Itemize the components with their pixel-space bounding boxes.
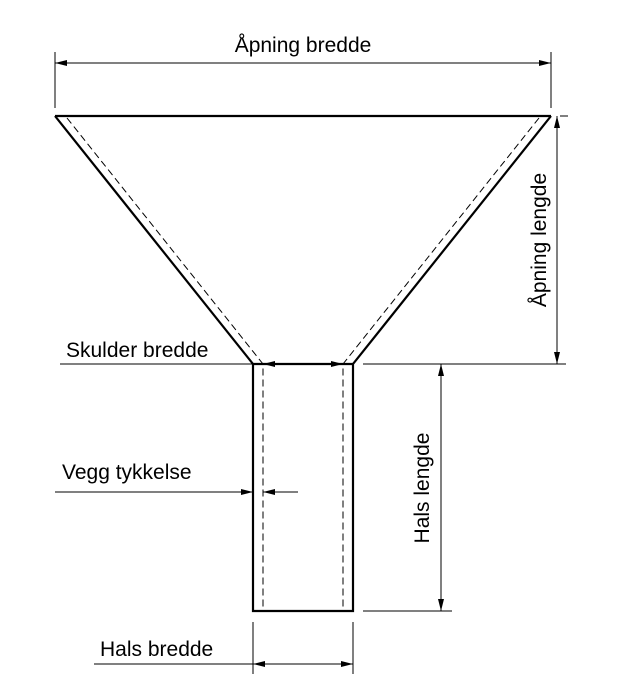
- opening-width-dimension: [54, 52, 552, 108]
- shoulder-width-label: Skulder bredde: [66, 339, 208, 362]
- neck-length-dimension: [363, 364, 452, 612]
- neck-width-dimension: [94, 622, 354, 674]
- neck-width-label: Hals bredde: [100, 638, 213, 661]
- opening-width-label: Åpning bredde: [235, 34, 372, 57]
- opening-length-dimension: [363, 115, 568, 365]
- neck-length-label: Hals lengde: [411, 433, 434, 544]
- opening-length-label: Åpning lengde: [528, 173, 551, 307]
- wall-thickness-label: Vegg tykkelse: [62, 461, 192, 484]
